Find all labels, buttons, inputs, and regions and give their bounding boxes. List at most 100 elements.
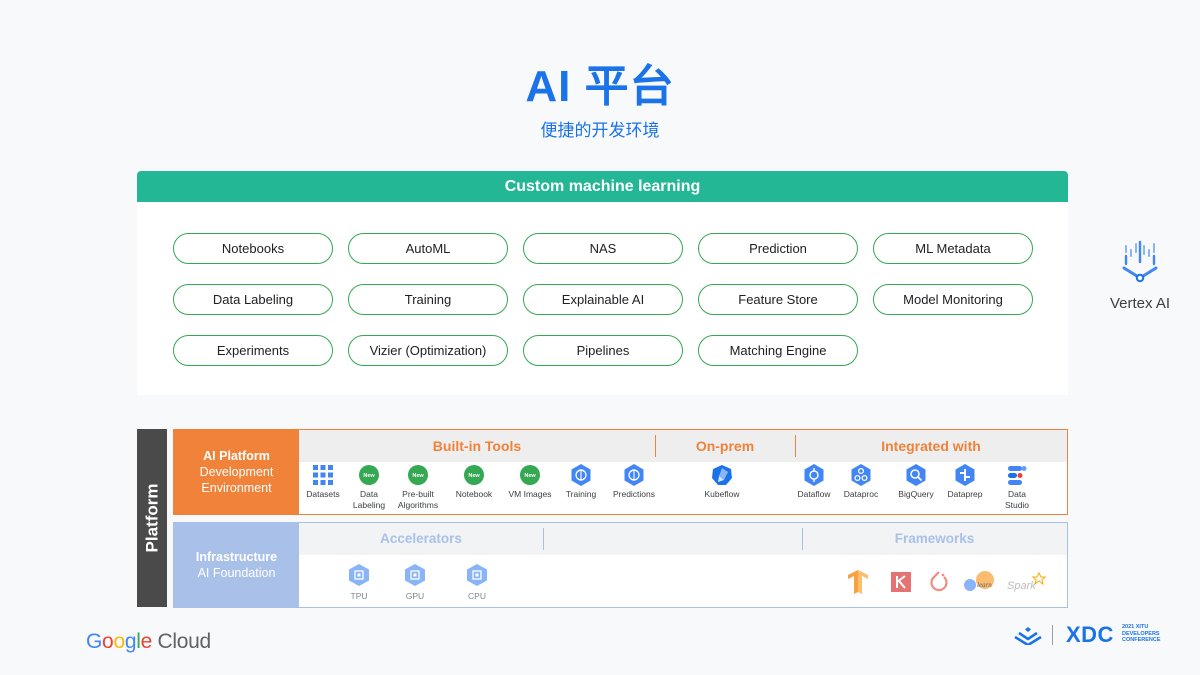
- tool-prebuilt-label2: Algorithms: [397, 500, 439, 510]
- custom-ml-header: Custom machine learning: [137, 171, 1068, 202]
- ai-platform-label-line2: Development: [199, 465, 274, 479]
- new-badge-text: New: [363, 473, 375, 479]
- dataflow-icon: [804, 464, 824, 486]
- divider: [655, 435, 656, 457]
- tool-data-studio[interactable]: Data Studio: [988, 464, 1046, 511]
- infrastructure-row: Infrastructure AI Foundation Accelerator…: [173, 522, 1068, 608]
- tool-kubeflow[interactable]: Kubeflow: [693, 464, 751, 500]
- tool-vm-images[interactable]: New VM Images: [501, 464, 559, 500]
- xdc-logo: XDC 2021 XITU DEVELOPERS CONFERENCE: [1014, 622, 1174, 648]
- pill-nas[interactable]: NAS: [523, 233, 683, 264]
- dataprep-icon: [955, 464, 975, 486]
- section-on-prem: On-prem: [695, 438, 755, 454]
- tool-predictions-label: Predictions: [612, 489, 656, 499]
- google-letter: G: [86, 630, 103, 653]
- tool-data-studio-label1: Data: [1008, 489, 1026, 499]
- tensorflow-icon[interactable]: [846, 569, 870, 595]
- page-title: AI 平台: [525, 62, 675, 111]
- pill-experiments[interactable]: Experiments: [173, 335, 333, 366]
- cloud-word: Cloud: [157, 630, 212, 653]
- section-accelerators: Accelerators: [380, 531, 462, 546]
- xdc-subtitle-line1: 2021 XITU: [1122, 624, 1149, 630]
- pill-matching-engine[interactable]: Matching Engine: [698, 335, 858, 366]
- tool-data-studio-label2: Studio: [1004, 500, 1030, 510]
- vertex-ai-logo: Vertex AI: [1100, 238, 1180, 312]
- pill-ml-metadata[interactable]: ML Metadata: [873, 233, 1033, 264]
- pill-explainable-ai[interactable]: Explainable AI: [523, 284, 683, 315]
- tool-predictions[interactable]: Predictions: [605, 464, 663, 500]
- keras-icon[interactable]: [890, 569, 912, 595]
- pill-automl[interactable]: AutoML: [348, 233, 508, 264]
- chip-icon: [405, 564, 425, 586]
- spark-icon[interactable]: Spark: [1006, 569, 1046, 595]
- hw-cpu[interactable]: CPU: [457, 563, 497, 601]
- scikit-learn-icon[interactable]: learn: [962, 569, 998, 595]
- pill-training[interactable]: Training: [348, 284, 508, 315]
- pytorch-icon[interactable]: [928, 569, 950, 595]
- brain-icon: [571, 464, 591, 486]
- google-letter: g: [124, 630, 137, 653]
- xdc-subtitle-line2: DEVELOPERS: [1122, 630, 1160, 637]
- chip-icon: [349, 564, 369, 586]
- tool-dataprep[interactable]: Dataprep: [936, 464, 994, 500]
- tool-dataprep-label: Dataprep: [947, 489, 983, 499]
- google-letter: l: [136, 630, 141, 653]
- vertex-ai-icon: [1122, 240, 1158, 283]
- tool-training[interactable]: Training: [552, 464, 610, 500]
- custom-ml-panel: Custom machine learning Notebooks AutoML…: [137, 171, 1068, 395]
- tool-data-labeling-label1: Data: [360, 489, 378, 499]
- new-badge-icon: New: [520, 465, 540, 485]
- hw-gpu-label: GPU: [405, 591, 425, 601]
- tool-bigquery[interactable]: BigQuery: [887, 464, 945, 500]
- pill-model-monitoring[interactable]: Model Monitoring: [873, 284, 1033, 315]
- divider: [795, 435, 796, 457]
- tool-dataflow[interactable]: Dataflow: [785, 464, 843, 500]
- section-frameworks: Frameworks: [894, 531, 975, 546]
- pill-vizier[interactable]: Vizier (Optimization): [348, 335, 508, 366]
- infrastructure-section-header: Accelerators Frameworks: [299, 523, 1067, 555]
- pill-notebooks[interactable]: Notebooks: [173, 233, 333, 264]
- platform-label: Platform: [142, 483, 161, 553]
- new-badge-text: New: [412, 473, 424, 479]
- hw-gpu[interactable]: GPU: [395, 563, 435, 601]
- svg-text:Spark: Spark: [1007, 580, 1036, 592]
- tool-notebook-label: Notebook: [455, 489, 493, 499]
- datasets-icon: [313, 465, 333, 485]
- xdc-subtitle: 2021 XITU DEVELOPERS CONFERENCE: [1122, 624, 1182, 644]
- platform-bar: [137, 429, 167, 607]
- tool-prebuilt-algorithms[interactable]: New Pre-built Algorithms: [389, 464, 447, 511]
- tool-notebook[interactable]: New Notebook: [445, 464, 503, 500]
- tool-kubeflow-label: Kubeflow: [704, 489, 740, 499]
- ai-platform-section-header: Built-in Tools On-prem Integrated with: [299, 430, 1067, 462]
- tool-bigquery-label: BigQuery: [898, 489, 934, 499]
- xdc-subtitle-line3: CONFERENCE: [1122, 637, 1161, 643]
- ai-platform-label-line1: AI Platform: [203, 449, 270, 463]
- tool-datasets-label: Datasets: [306, 489, 340, 499]
- new-badge-icon: New: [359, 465, 379, 485]
- pill-pipelines[interactable]: Pipelines: [523, 335, 683, 366]
- hw-cpu-label: CPU: [468, 591, 486, 601]
- hw-tpu[interactable]: TPU: [339, 563, 379, 601]
- pill-data-labeling[interactable]: Data Labeling: [173, 284, 333, 315]
- hw-tpu-label: TPU: [350, 591, 368, 601]
- chip-icon: [467, 564, 487, 586]
- tool-vm-images-label: VM Images: [508, 489, 552, 499]
- bigquery-icon: [906, 464, 926, 486]
- pill-prediction[interactable]: Prediction: [698, 233, 858, 264]
- google-letter: o: [113, 630, 125, 653]
- pill-feature-store[interactable]: Feature Store: [698, 284, 858, 315]
- tool-dataproc-label: Dataproc: [843, 489, 879, 499]
- brain-icon: [624, 464, 644, 486]
- section-integrated-with: Integrated with: [881, 438, 981, 454]
- tool-training-label: Training: [565, 489, 597, 499]
- tool-datasets[interactable]: Datasets: [294, 464, 352, 500]
- google-letter: e: [140, 630, 153, 653]
- tool-dataproc[interactable]: Dataproc: [832, 464, 890, 500]
- dataproc-icon: [851, 464, 871, 486]
- xdc-separator: [1052, 625, 1053, 645]
- ai-platform-label-line3: Environment: [201, 481, 272, 495]
- tool-data-labeling[interactable]: New Data Labeling: [340, 464, 398, 511]
- divider: [543, 528, 544, 550]
- kubeflow-icon: [712, 465, 732, 485]
- new-badge-text: New: [468, 473, 480, 479]
